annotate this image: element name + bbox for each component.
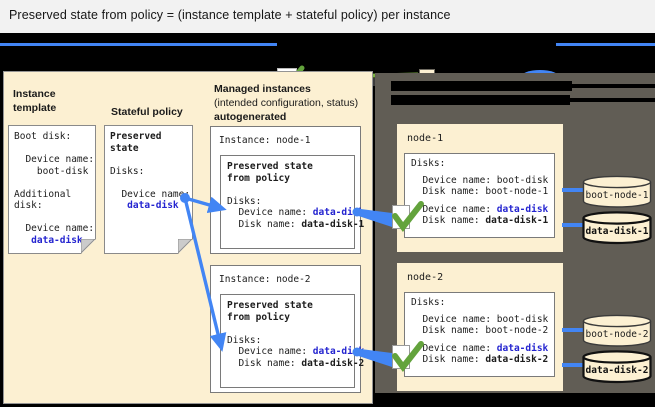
- disk-name-value: data-disk-2: [485, 354, 549, 365]
- boot-device-row: Device name: boot-disk: [411, 174, 549, 186]
- preserved-state-from-policy: Preserved state: [227, 161, 313, 172]
- stateful-policy-doc: Preserved state Disks: Device name: data…: [104, 125, 193, 254]
- configuration-panel: Instance template Stateful policy Manage…: [3, 71, 373, 404]
- cylinder-label: data-disk-2: [586, 365, 649, 376]
- data-device-row: Device name: data-disk: [411, 343, 552, 355]
- disk-name-row: Disk name: data-disk-1: [227, 218, 364, 231]
- disk-name-label: Disk name:: [411, 354, 486, 365]
- disk-name-label: Disk name:: [227, 357, 302, 369]
- device-name-row: Device name: data-disk: [227, 207, 364, 219]
- device-name-label: Device name:: [14, 223, 95, 234]
- data-disk-row: Disk name: data-disk-1: [411, 215, 552, 227]
- match-checkbox-node-2: [392, 345, 410, 369]
- page-title: Preserved state from policy = (instance …: [9, 8, 451, 22]
- boot-disk-label: Boot disk:: [14, 131, 72, 142]
- stateful-policy-heading: Stateful policy: [111, 106, 183, 118]
- boot-disk-row: Disk name: boot-node-2: [411, 325, 549, 336]
- redacted-panel-title: [391, 95, 570, 105]
- redacted-panel-title-tail: [572, 84, 655, 88]
- device-name-row: Device name: data-disk: [227, 346, 364, 358]
- data-disk-2-disk-cylinder: data-disk-2: [582, 350, 652, 384]
- title-bar: Preserved state from policy = (instance …: [0, 0, 655, 33]
- data-disk-row: Disk name: data-disk-2: [411, 354, 552, 366]
- disks-label: Disks:: [227, 334, 262, 346]
- disks-label: Disks:: [411, 158, 446, 169]
- redacted-panel-title-tail: [570, 98, 655, 102]
- managed-heading-line1: Managed instances: [214, 83, 311, 95]
- disk-connector-line: [562, 363, 583, 367]
- device-name-label: Device name:: [411, 203, 497, 215]
- folded-corner-icon: [81, 239, 96, 254]
- device-name-value: data-disk: [312, 207, 365, 218]
- disk-connector-line: [562, 223, 583, 227]
- disk-name-row: Disk name: data-disk-2: [227, 357, 364, 370]
- instance-template-doc: Boot disk: Device name: boot-disk Additi…: [8, 125, 96, 254]
- preserved-state-title2: state: [110, 142, 139, 154]
- additional-disk-label2: disk:: [14, 200, 43, 211]
- preserved-state-from-policy2: from policy: [227, 311, 290, 323]
- disk-attachment-line-icon: [0, 43, 277, 46]
- instance-template-heading: Instance template: [13, 88, 57, 114]
- data-device-row: Device name: data-disk: [411, 204, 552, 216]
- additional-disk-label: Additional: [14, 188, 72, 200]
- boot-disk-value: boot-disk: [14, 165, 89, 177]
- disks-label: Disks:: [411, 297, 446, 308]
- disks-label: Disks:: [227, 195, 262, 207]
- disk-connector-line: [562, 188, 583, 192]
- data-disk-value: data-disk: [110, 200, 179, 211]
- preserved-state-title: Preserved: [110, 131, 162, 142]
- device-name-value: data-disk: [496, 203, 549, 215]
- device-name-label: Device name:: [110, 188, 191, 200]
- preserved-state-from-policy2: from policy: [227, 172, 290, 184]
- device-name-label: Device name:: [411, 342, 497, 354]
- node-name: node-1: [407, 133, 444, 144]
- device-name-label: Device name:: [14, 154, 95, 165]
- node-box-node-2: node-2 Disks: Device name: boot-disk Dis…: [397, 263, 563, 391]
- managed-instances-heading: Managed instances (intended configuratio…: [214, 82, 374, 124]
- disk-name-label: Disk name:: [227, 218, 302, 230]
- disk-name-value: data-disk-2: [301, 357, 365, 369]
- instance-label: Instance: node-1: [219, 135, 311, 146]
- data-disk-value: data-disk: [14, 234, 83, 246]
- device-name-label: Device name:: [227, 346, 313, 357]
- cylinder-label: boot-node-1: [586, 190, 649, 201]
- managed-instance-box-node-2: Instance: node-2 Preserved state from po…: [210, 265, 364, 393]
- redacted-panel-title: [391, 81, 572, 91]
- disk-connector-line: [562, 328, 583, 332]
- managed-heading-line3: autogenerated: [214, 111, 287, 123]
- managed-heading-line2: (intended configuration, status): [214, 97, 359, 109]
- device-name-label: Device name:: [227, 207, 313, 218]
- disk-attachment-line-icon: [556, 43, 655, 46]
- boot-device-row: Device name: boot-disk: [411, 313, 549, 325]
- legend-bar: [0, 33, 655, 91]
- cylinder-label: boot-node-2: [586, 329, 649, 340]
- folded-corner-icon: [178, 239, 193, 254]
- boot-node-2-disk-cylinder: boot-node-2: [582, 314, 652, 347]
- node-name: node-2: [407, 272, 444, 283]
- disk-name-value: data-disk-1: [485, 215, 549, 226]
- match-checkbox-node-1: [392, 205, 410, 229]
- disk-name-label: Disk name:: [411, 215, 486, 226]
- disks-label: Disks:: [110, 165, 145, 177]
- node-box-node-1: node-1 Disks: Device name: boot-disk Dis…: [397, 124, 563, 252]
- cylinder-label: data-disk-1: [586, 226, 649, 237]
- managed-instance-box-node-1: Instance: node-1 Preserved state from po…: [210, 126, 364, 254]
- instance-label: Instance: node-2: [219, 274, 311, 285]
- data-disk-1-disk-cylinder: data-disk-1: [582, 211, 652, 245]
- device-name-value: data-disk: [312, 346, 365, 357]
- preserved-state-from-policy: Preserved state: [227, 300, 313, 311]
- disk-name-value: data-disk-1: [301, 218, 365, 230]
- device-name-value: data-disk: [496, 342, 549, 354]
- boot-node-1-disk-cylinder: boot-node-1: [582, 175, 652, 208]
- boot-disk-row: Disk name: boot-node-1: [411, 186, 549, 197]
